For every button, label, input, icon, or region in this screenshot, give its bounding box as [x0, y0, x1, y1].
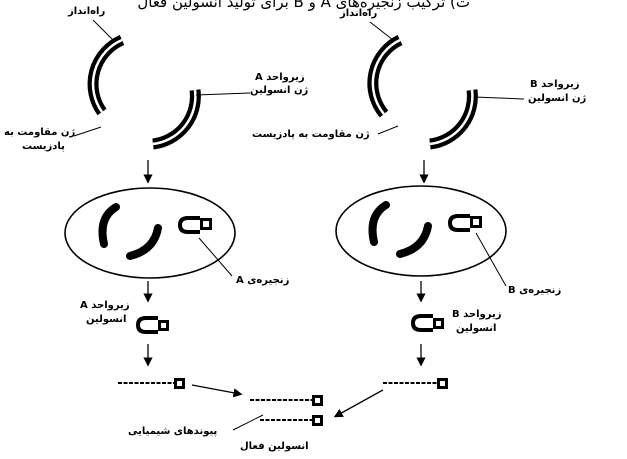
- label-active-insulin: انسولین فعال: [240, 441, 309, 452]
- leader-promoter-b: [369, 21, 394, 41]
- leader-resistance-a: [73, 126, 102, 137]
- label-resistance-a-line1: ژن مقاومت به: [4, 127, 76, 138]
- label-promoter-a: راه‌انداز: [68, 6, 106, 17]
- label-subunit-b-gene-line1: زیرواحد B: [530, 79, 580, 90]
- leader-resistance-b: [377, 125, 399, 135]
- plasmid-a: [87, 34, 201, 150]
- chain-a-linear: [118, 378, 185, 389]
- bacterium-a: [64, 187, 236, 279]
- leader-chain-a: [198, 237, 233, 277]
- label-resistance-a-line2: پادزیست: [22, 141, 65, 152]
- label-insulin-a-line1: زیرواحد A: [80, 300, 130, 311]
- label-subunit-a-gene-line1: زیرواحد A: [255, 72, 305, 83]
- leader-gene-b: [473, 96, 525, 100]
- label-insulin-a-line2: انسولین: [86, 314, 127, 325]
- diagram-title: ت) ترکیب زنجیره‌های A و B برای تولید انس…: [137, 0, 470, 11]
- leader-gene-a: [195, 92, 251, 96]
- subunit-b-shape: [410, 314, 444, 332]
- chain-b-linear: [383, 378, 448, 389]
- bacterium-b: [335, 185, 507, 277]
- label-resistance-b: ژن مقاومت به پادزیست: [252, 129, 370, 140]
- subunit-a-shape: [135, 316, 169, 334]
- label-promoter-b: راه‌انداز: [340, 8, 378, 19]
- plasmid-b: [367, 35, 478, 150]
- label-chain-a: زنجیره‌ی A: [236, 275, 290, 286]
- label-subunit-b-gene-line2: ژن انسولین: [528, 93, 587, 104]
- arrow-b-merge: [333, 389, 384, 418]
- label-insulin-b-line1: زیرواحد B: [452, 309, 502, 320]
- label-chemical-bonds: پیوندهای شیمیایی: [128, 426, 218, 437]
- leader-promoter-a: [92, 19, 114, 41]
- label-chain-b: زنجیره‌ی B: [508, 285, 562, 296]
- leader-chain-b: [475, 232, 507, 287]
- label-insulin-b-line2: انسولین: [456, 323, 497, 334]
- active-insulin-shape: [250, 395, 323, 426]
- label-subunit-a-gene-line2: ژن انسولین: [250, 85, 309, 96]
- arrow-a-merge: [191, 384, 243, 398]
- leader-chemical-bonds: [232, 414, 264, 431]
